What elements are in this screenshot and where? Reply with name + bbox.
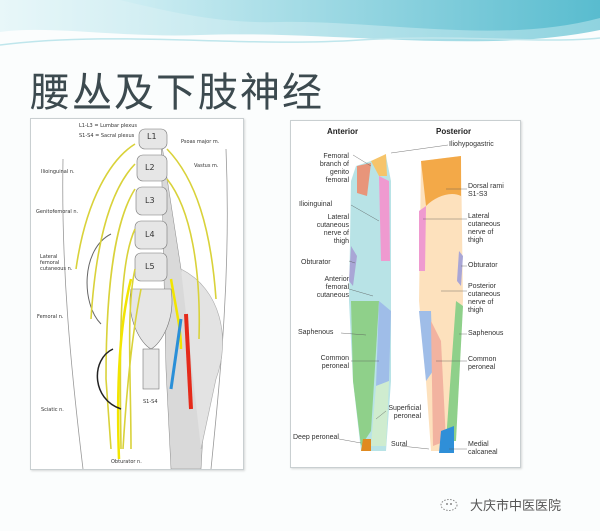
lumbar-plexus-illustration: L1-L3 = Lumbar plexus S1-S4 = Sacral ple…: [30, 118, 244, 470]
label-psoas: Psoas major m.: [181, 139, 220, 145]
wechat-icon: [440, 498, 458, 511]
header-wave-banner: [0, 0, 600, 46]
dermatome-illustration: Anterior Posterior Femoral branch of gen…: [290, 120, 521, 468]
label-dorsal-rami: Dorsal rami S1-S3: [468, 183, 504, 198]
label-femoral: Femoral n.: [37, 314, 64, 320]
label-lateral-femoral-cutaneous: Lateral femoral cutaneous n.: [40, 254, 73, 272]
label-genitofemoral: Genitofemoral n.: [36, 209, 79, 215]
label-obturator: Obturator n.: [111, 459, 142, 465]
vertebra-l3: L3: [145, 196, 155, 205]
label-common-peroneal-posterior: Common peroneal: [468, 356, 497, 371]
label-iliohypogastric: Iliohypogastric: [449, 141, 494, 148]
label-femoral-branch-genitofemoral: Femoral branch of genito femoral: [319, 153, 349, 184]
vertebra-l2: L2: [145, 163, 155, 172]
leg-dermatome-drawing: [338, 144, 467, 453]
label-sciatic: Sciatic n.: [41, 407, 64, 413]
label-anterior-femoral-cutaneous: Anterior femoral cutaneous: [316, 276, 349, 299]
slide-title: 腰丛及下肢神经: [30, 70, 324, 116]
label-obturator-posterior: Obturator: [468, 262, 498, 269]
label-sural: Sural: [391, 441, 408, 448]
label-vastus: Vastus m.: [194, 163, 219, 169]
label-saphenous-anterior: Saphenous: [298, 329, 334, 336]
label-deep-peroneal: Deep peroneal: [293, 434, 339, 441]
label-lateral-cutaneous-posterior: Lateral cutaneous nerve of thigh: [468, 213, 501, 244]
vertebra-l5: L5: [145, 262, 155, 271]
label-saphenous-posterior: Saphenous: [468, 330, 504, 337]
legend-lumbar: L1-L3 = Lumbar plexus: [79, 123, 138, 129]
label-ilioinguinal: Ilioinguinal: [299, 201, 333, 208]
label-medial-calcaneal: Medial calcaneal: [468, 441, 498, 456]
sacral-label: S1-S4: [143, 399, 158, 405]
legend-sacral: S1-S4 = Sacral plexus: [79, 133, 135, 139]
heading-posterior: Posterior: [436, 127, 472, 136]
label-lateral-cutaneous-anterior: Lateral cutaneous nerve of thigh: [316, 214, 349, 245]
watermark-text: 大庆市中医医院: [470, 499, 562, 514]
vertebra-l4: L4: [145, 230, 155, 239]
watermark: 大庆市中医医院: [440, 495, 561, 514]
vertebra-l1: L1: [147, 132, 157, 141]
label-common-peroneal-anterior: Common peroneal: [320, 355, 349, 370]
label-obturator-anterior: Obturator: [301, 259, 331, 266]
lumbar-plexus-drawing: [62, 128, 228, 469]
heading-anterior: Anterior: [327, 127, 359, 136]
label-posterior-cutaneous: Posterior cutaneous nerve of thigh: [468, 283, 501, 314]
label-ilioinguinal: Ilioinguinal n.: [41, 169, 75, 175]
label-superficial-peroneal: Superficial peroneal: [388, 405, 421, 420]
